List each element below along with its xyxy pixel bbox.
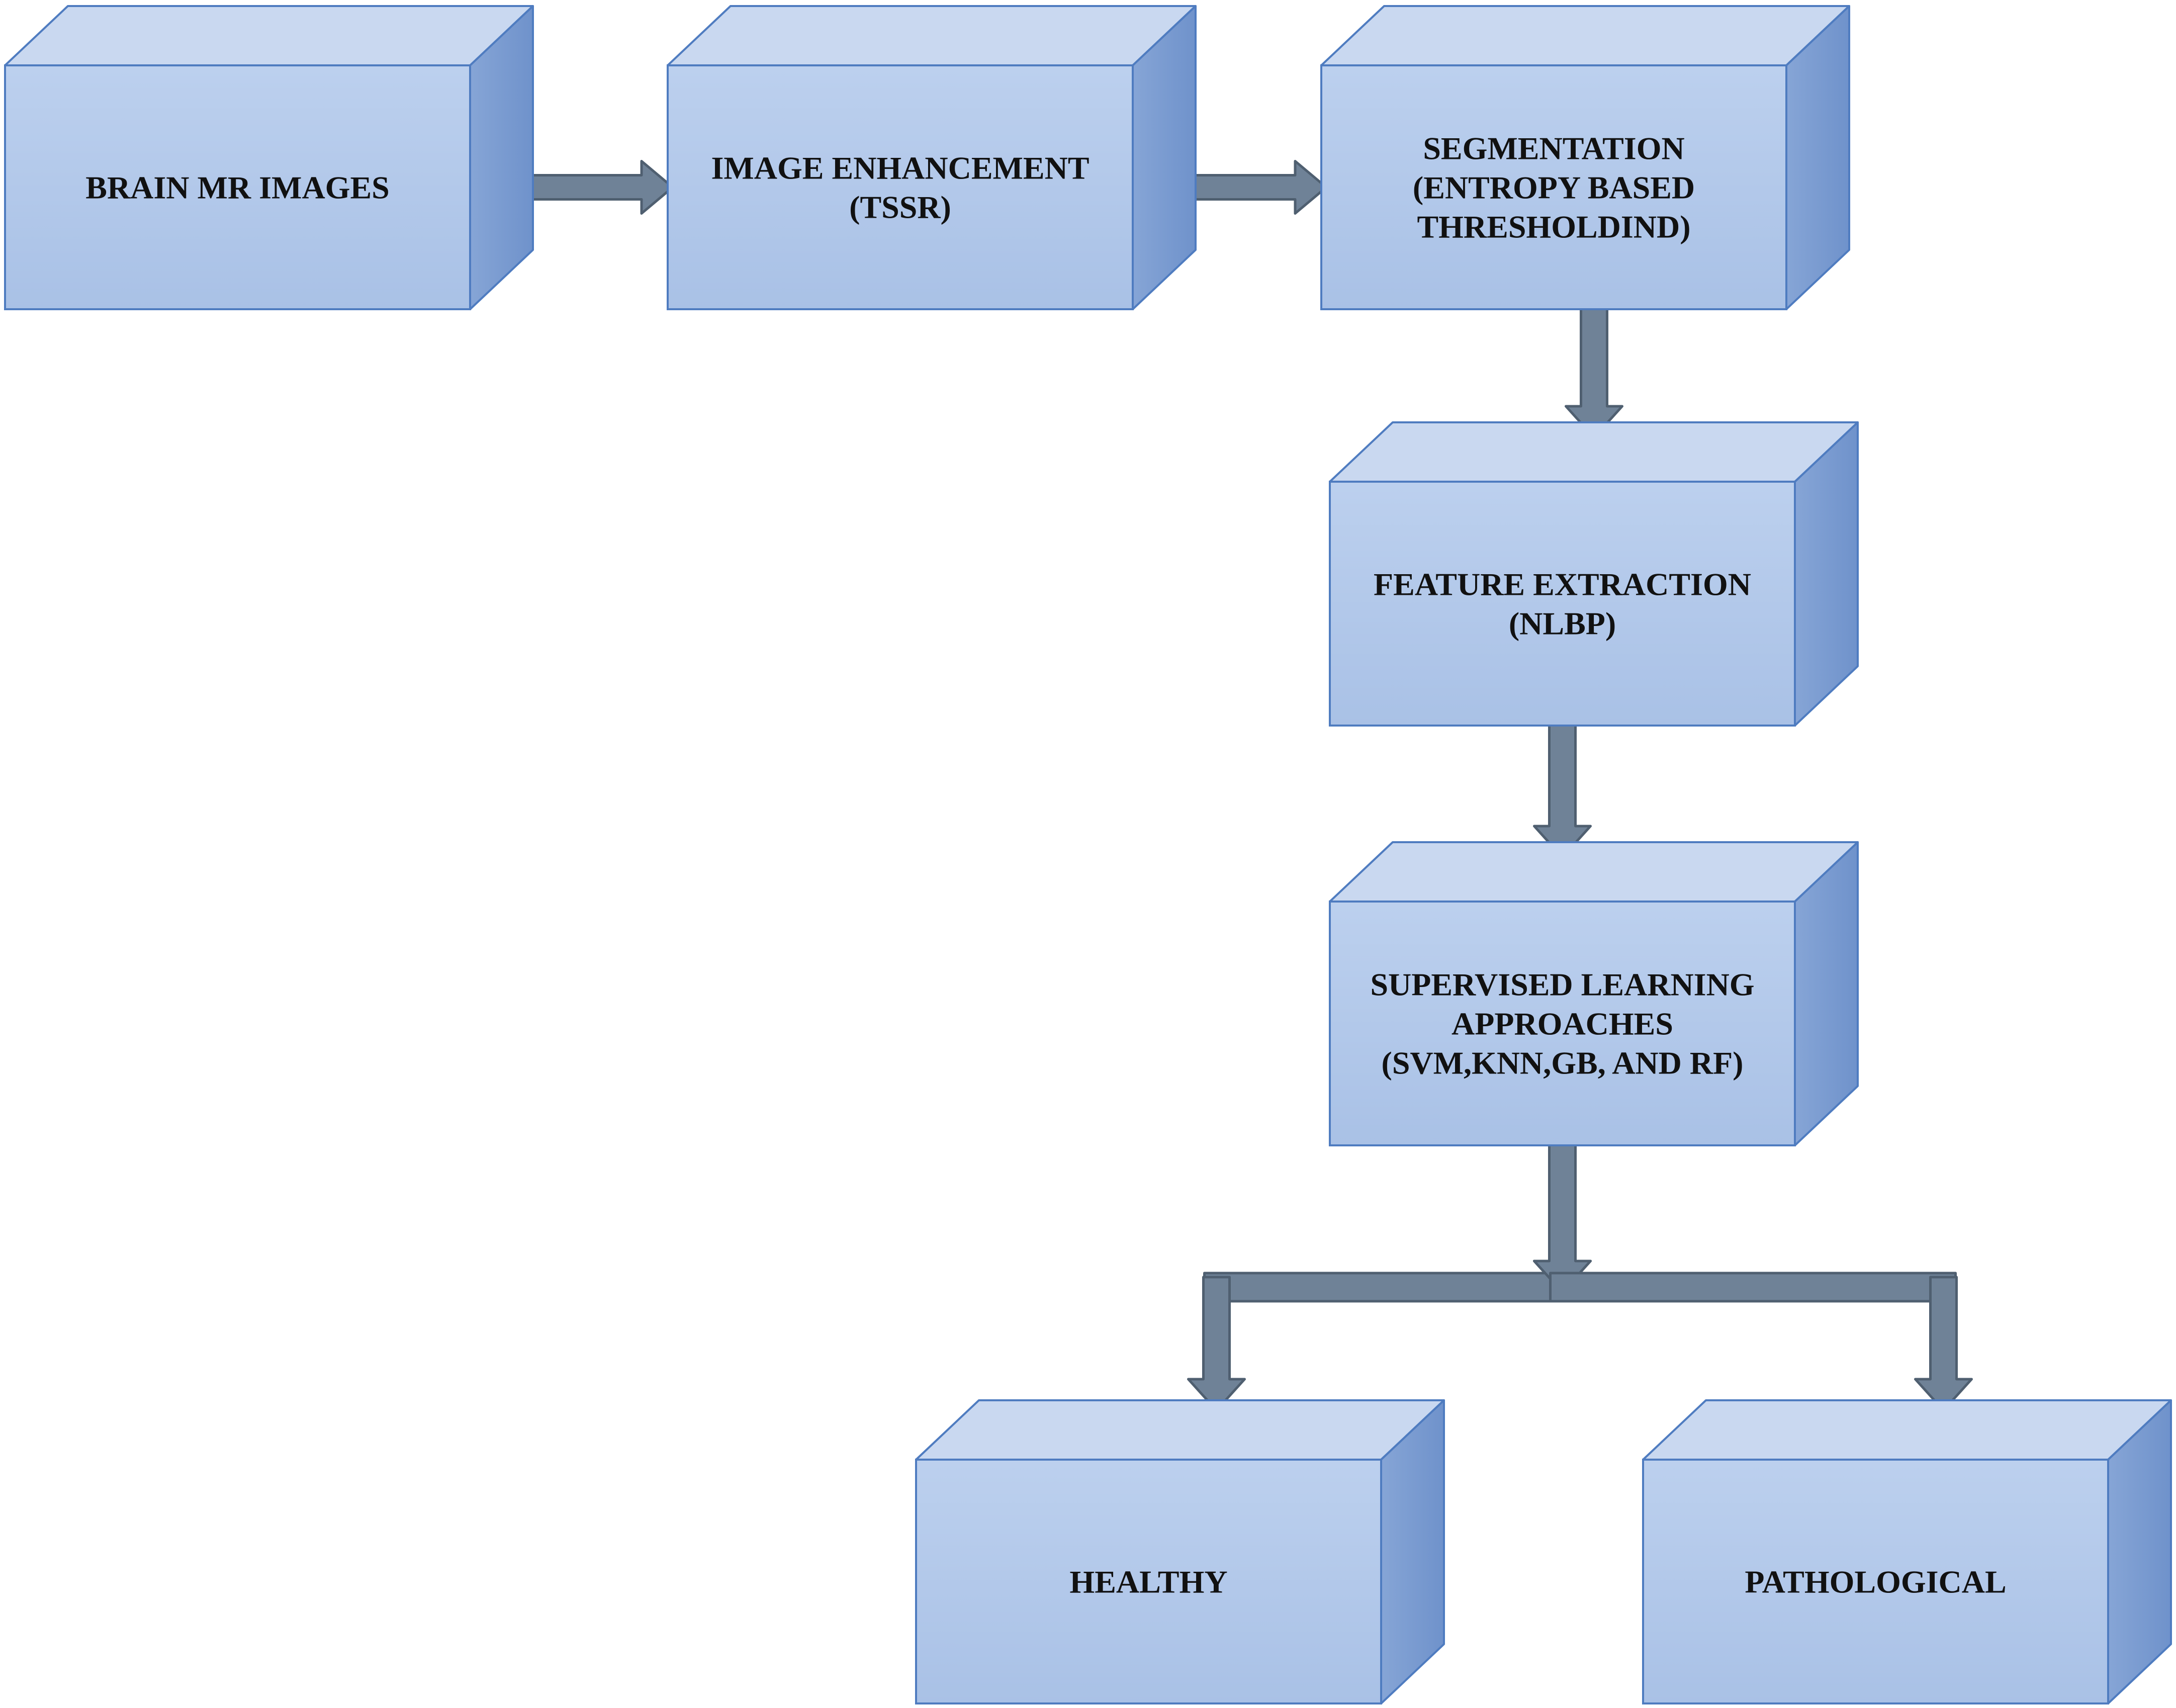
process-boxes: BRAIN MR IMAGES IMAGE ENHANCEMENT (TSSR) SE…: [4, 5, 2172, 1704]
pathological-box: PATHOLOGICAL: [1642, 1399, 2172, 1704]
image-enhancement-top-face: [667, 5, 1197, 66]
segmentation-label-line: (ENTROPY BASED: [1413, 170, 1695, 206]
arrow-supervised-learning-to-healthy: [1187, 1276, 1246, 1412]
feature-extraction-label-line: FEATURE EXTRACTION: [1374, 567, 1751, 602]
image-enhancement-label-line: (TSSR): [849, 190, 951, 225]
brain-mr-images-label-line: BRAIN MR IMAGES: [85, 170, 389, 206]
feature-extraction-top-face: [1329, 421, 1859, 483]
arrow-supervised-learning-to-healthy-bus: [1203, 1272, 1576, 1303]
arrow-supervised-learning-to-pathological-bus: [1549, 1272, 1957, 1303]
healthy-label-line: HEALTHY: [1069, 1564, 1227, 1600]
segmentation-top-face: [1320, 5, 1850, 66]
feature-extraction-front-face: [1329, 481, 1796, 727]
brain-mr-images-box: BRAIN MR IMAGES: [4, 5, 534, 310]
healthy-box: HEALTHY: [915, 1399, 1445, 1704]
arrow-segmentation-to-feature-extraction: [1565, 305, 1623, 439]
arrow-feature-extraction-to-supervised-learning: [1533, 722, 1592, 859]
brain-mr-images-top-face: [4, 5, 534, 66]
pathological-label-line: PATHOLOGICAL: [1745, 1564, 2006, 1600]
segmentation-label-line: SEGMENTATION: [1423, 131, 1684, 166]
brain-mr-images-label: BRAIN MR IMAGES: [85, 170, 389, 206]
feature-extraction-label: FEATURE EXTRACTION (NLBP): [1374, 567, 1751, 642]
segmentation-label-line: THRESHOLDIND): [1417, 209, 1690, 245]
supervised-learning-label-line: (SVM,KNN,GB, AND RF): [1382, 1045, 1744, 1081]
image-enhancement-label: IMAGE ENHANCEMENT (TSSR): [711, 150, 1089, 225]
brain-mr-images-front-face: [4, 64, 471, 310]
healthy-front-face: [915, 1459, 1382, 1704]
feature-extraction-box: FEATURE EXTRACTION (NLBP): [1329, 421, 1859, 727]
pathological-front-face: [1642, 1459, 2109, 1704]
supervised-learning-front-face: [1329, 901, 1796, 1146]
pathological-top-face: [1642, 1399, 2172, 1461]
healthy-top-face: [915, 1399, 1445, 1461]
feature-extraction-label-line: (NLBP): [1509, 606, 1616, 642]
supervised-learning-top-face: [1329, 841, 1859, 903]
image-enhancement-front-face: [667, 64, 1134, 310]
image-enhancement-label-line: IMAGE ENHANCEMENT: [711, 150, 1089, 186]
healthy-label: HEALTHY: [1069, 1564, 1227, 1600]
arrow-supervised-learning-to-pathological: [1914, 1276, 1973, 1412]
image-enhancement-box: IMAGE ENHANCEMENT (TSSR): [667, 5, 1197, 310]
segmentation-front-face: [1320, 64, 1787, 310]
arrow-supervised-learning-to-pathological-drop: [1533, 1141, 1592, 1294]
supervised-learning-label-line: APPROACHES: [1452, 1006, 1673, 1042]
supervised-learning-label-line: SUPERVISED LEARNING: [1370, 967, 1754, 1003]
connector-arrows: [488, 160, 1973, 1412]
pathological-label: PATHOLOGICAL: [1745, 1564, 2006, 1600]
